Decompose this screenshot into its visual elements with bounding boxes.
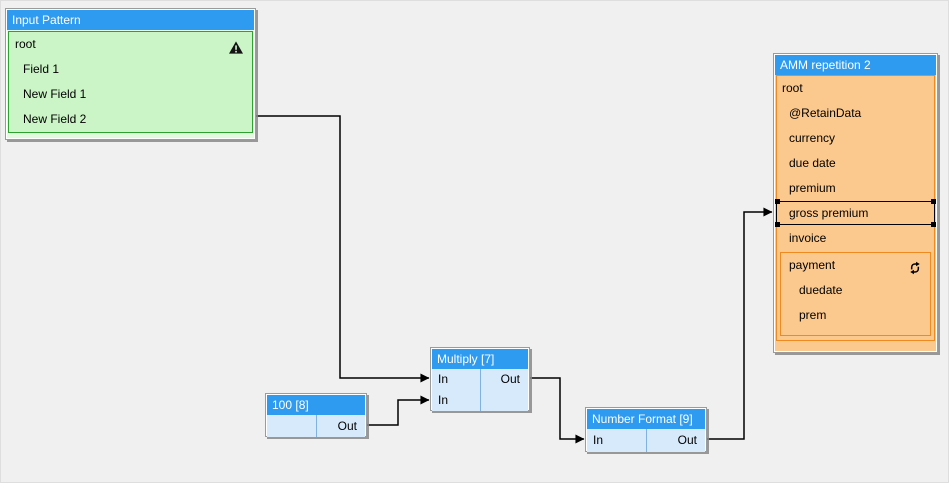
connector-multiply-to-numberformat[interactable] xyxy=(530,377,585,444)
amm-title-bar[interactable]: AMM repetition 2 xyxy=(775,55,936,75)
row-premium[interactable]: premium xyxy=(777,176,934,201)
port-multiply-out[interactable]: Out xyxy=(500,372,520,386)
port-multiply-in1[interactable]: In xyxy=(438,372,449,386)
port-number-format-out[interactable]: Out xyxy=(677,433,697,447)
multiply-body: In In Out xyxy=(432,369,528,411)
port-multiply-in2[interactable]: In xyxy=(438,393,449,407)
row-currency[interactable]: currency xyxy=(777,126,934,151)
node-constant-100[interactable]: 100 [8] Out xyxy=(265,393,367,437)
constant-input-column xyxy=(267,415,316,437)
constant-body: Out xyxy=(267,415,365,437)
row-label: @RetainData xyxy=(789,106,862,120)
input-pattern-tree: root Field 1 New Field 1 xyxy=(8,31,253,133)
multiply-title-bar[interactable]: Multiply [7] xyxy=(432,349,528,369)
row-label: payment xyxy=(789,258,836,272)
number-format-title-bar[interactable]: Number Format [9] xyxy=(587,409,705,429)
connector-newfield2-to-multiply-in1[interactable] xyxy=(256,115,430,383)
amm-body: root @RetainData currency due date premi… xyxy=(775,75,936,351)
connector-numberformat-to-grosspremium[interactable] xyxy=(707,207,773,440)
payment-group: payment duedate xyxy=(780,252,931,336)
warning-icon xyxy=(229,38,243,54)
row-due-date[interactable]: due date xyxy=(777,151,934,176)
row-root[interactable]: root xyxy=(777,76,934,101)
connector-100-to-multiply-in2[interactable] xyxy=(367,395,430,426)
row-invoice[interactable]: invoice xyxy=(777,226,934,251)
amm-tree: root @RetainData currency due date premi… xyxy=(775,75,936,341)
row-label: duedate xyxy=(799,283,843,297)
node-multiply[interactable]: Multiply [7] In In Out xyxy=(430,347,530,411)
port-constant-out[interactable]: Out xyxy=(337,419,357,433)
row-label: invoice xyxy=(789,231,827,245)
number-format-body: In Out xyxy=(587,429,705,452)
row-label: prem xyxy=(799,308,827,322)
row-label: Field 1 xyxy=(23,62,60,76)
node-number-format[interactable]: Number Format [9] In Out xyxy=(585,407,707,452)
node-amm-repetition-2[interactable]: AMM repetition 2 root @RetainData curren… xyxy=(773,53,938,353)
row-gross-premium-selected[interactable]: gross premium xyxy=(775,199,936,227)
input-pattern-title-bar[interactable]: Input Pattern xyxy=(7,10,254,30)
node-input-pattern[interactable]: Input Pattern root Field 1 xyxy=(5,8,256,140)
row-label: New Field 1 xyxy=(23,87,87,101)
row-field-1[interactable]: Field 1 xyxy=(9,57,252,82)
row-prem[interactable]: prem xyxy=(781,303,930,328)
row-label: premium xyxy=(789,181,836,195)
row-label: New Field 2 xyxy=(23,112,87,126)
row-duedate[interactable]: duedate xyxy=(781,278,930,303)
row-new-field-2[interactable]: New Field 2 xyxy=(9,107,252,132)
constant-title-bar[interactable]: 100 [8] xyxy=(267,395,365,415)
row-label: due date xyxy=(789,156,836,170)
port-number-format-in[interactable]: In xyxy=(593,433,604,447)
row-new-field-1[interactable]: New Field 1 xyxy=(9,82,252,107)
row-label: root xyxy=(15,37,36,51)
repeat-icon xyxy=(908,259,922,275)
row-retaindata[interactable]: @RetainData xyxy=(777,101,934,126)
row-payment[interactable]: payment xyxy=(781,253,930,278)
row-label: gross premium xyxy=(789,206,869,220)
row-label: root xyxy=(782,81,803,95)
row-label: currency xyxy=(789,131,836,145)
input-pattern-body: root Field 1 New Field 1 xyxy=(7,30,254,138)
row-root[interactable]: root xyxy=(9,32,252,57)
